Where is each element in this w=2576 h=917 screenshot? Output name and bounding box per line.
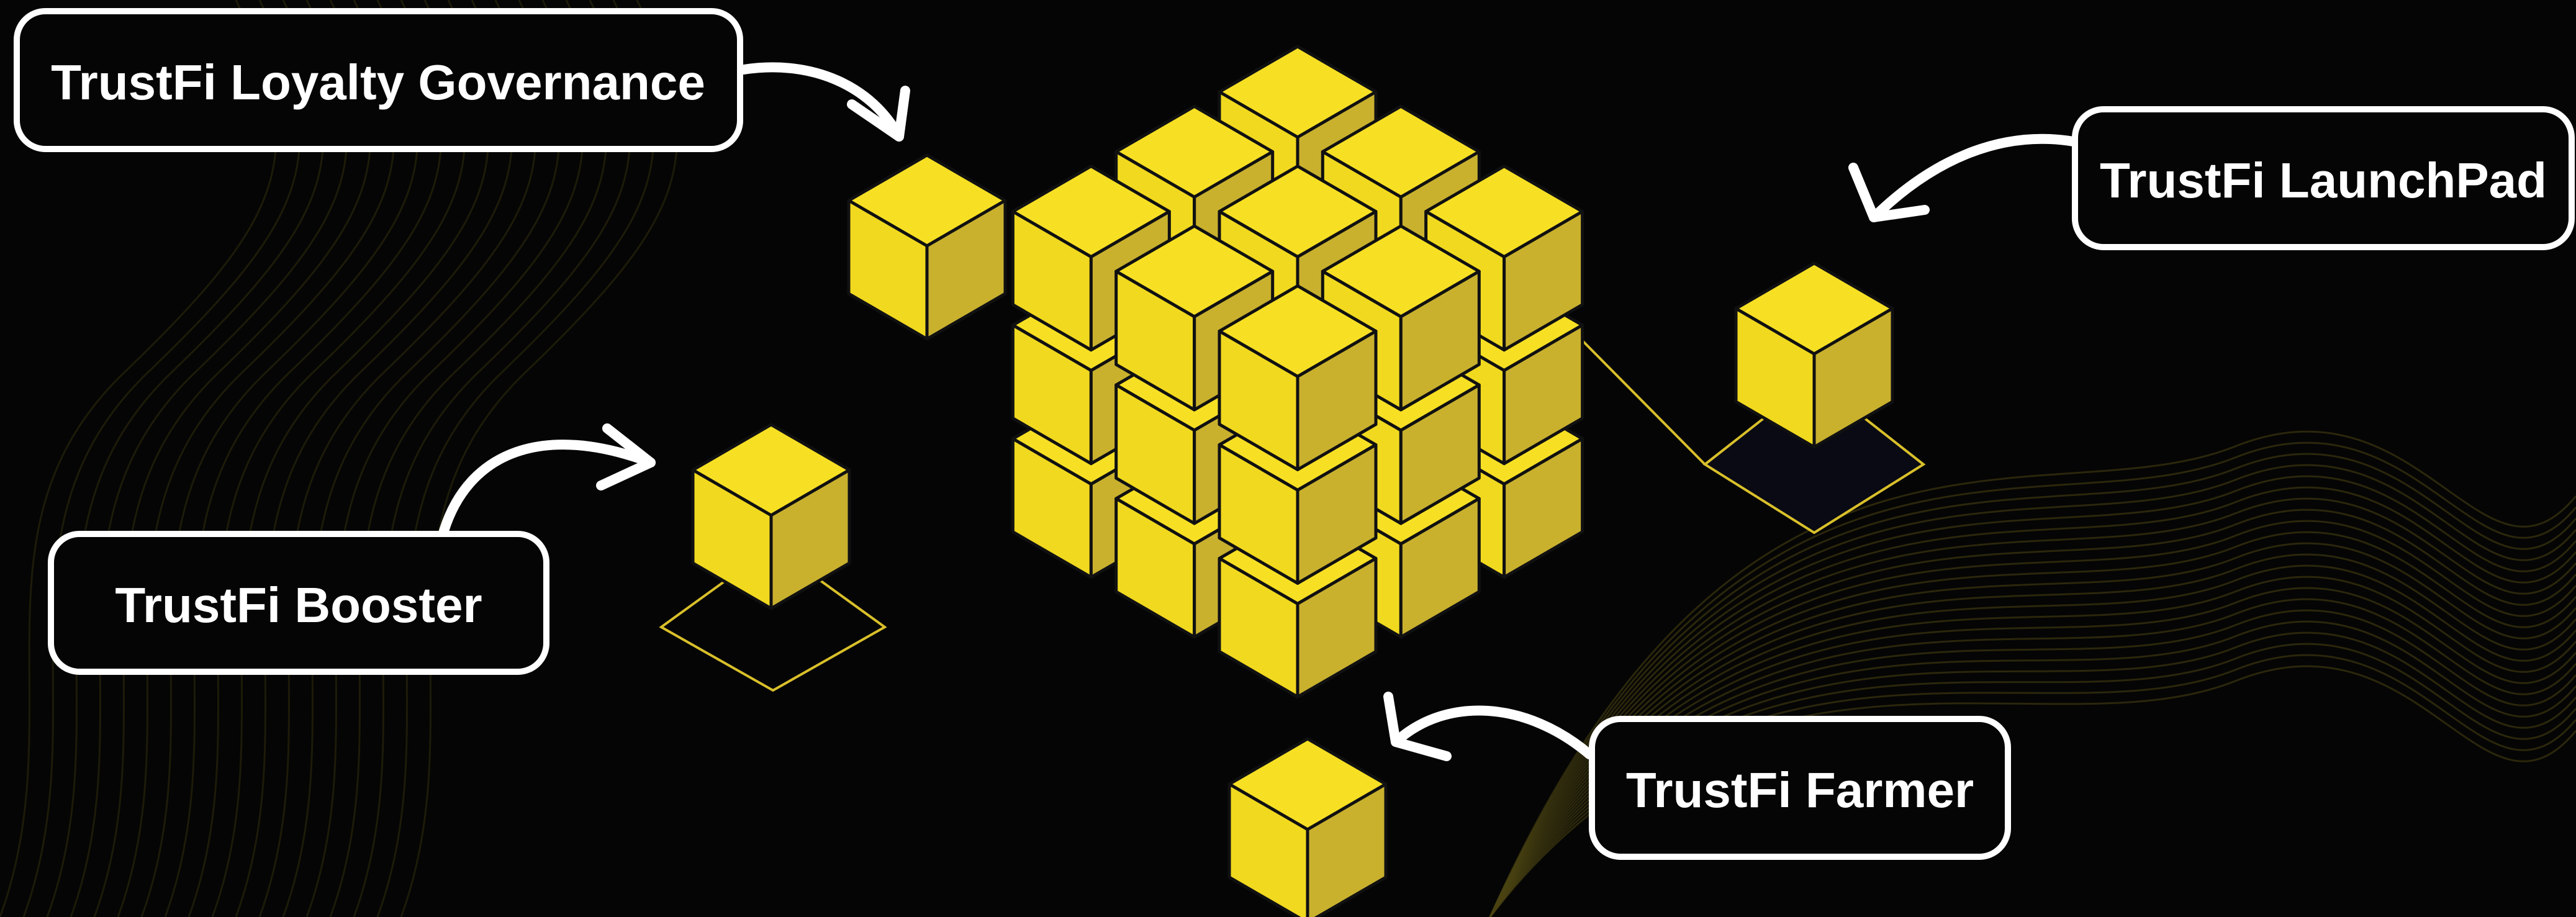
governance-label: TrustFi Loyalty Governance [17, 11, 740, 149]
launchpad-label: TrustFi LaunchPad [2075, 109, 2572, 247]
governance-label-text: TrustFi Loyalty Governance [51, 55, 705, 110]
booster-label-text: TrustFi Booster [115, 577, 482, 633]
booster-label: TrustFi Booster [51, 534, 546, 672]
farmer-label: TrustFi Farmer [1592, 719, 2008, 857]
launchpad-label-text: TrustFi LaunchPad [2100, 153, 2547, 208]
farmer-label-text: TrustFi Farmer [1626, 762, 1974, 818]
